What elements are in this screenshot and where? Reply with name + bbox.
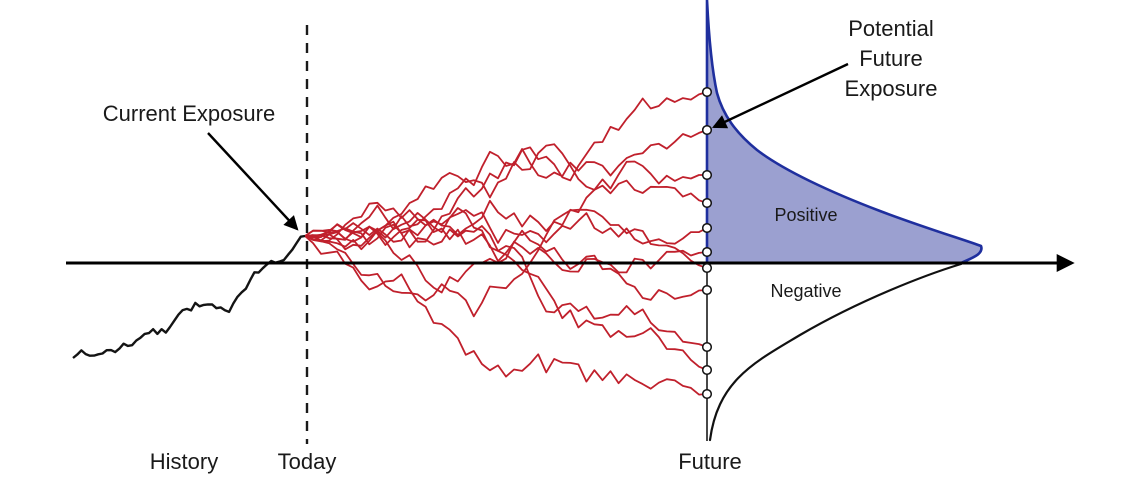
history-axis-label: History	[150, 449, 218, 474]
simulation-paths	[304, 91, 708, 396]
current-exposure-arrow	[207, 132, 299, 231]
exposure-marker	[701, 197, 713, 209]
negative-distribution	[708, 262, 963, 442]
future-axis-label: Future	[678, 449, 742, 474]
simulation-path	[305, 160, 707, 243]
simulation-path	[304, 129, 708, 243]
current-exposure-label: Current Exposure	[103, 101, 275, 126]
pfe-arrow	[712, 62, 849, 129]
simulation-path	[304, 235, 708, 396]
exposure-marker	[701, 124, 713, 136]
exposure-marker	[701, 222, 713, 234]
pfe-label-line2: Future	[859, 46, 923, 71]
simulation-path	[304, 143, 708, 251]
positive-region-label: Positive	[774, 205, 837, 225]
exposure-marker	[701, 341, 713, 353]
simulation-path	[304, 208, 708, 318]
pfe-label-line3: Exposure	[845, 76, 938, 101]
negative-region-label: Negative	[770, 281, 841, 301]
exposure-marker	[701, 262, 713, 274]
simulation-path	[304, 204, 708, 245]
history-path	[72, 234, 306, 359]
exposure-marker	[701, 284, 713, 296]
exposure-marker	[701, 169, 713, 181]
simulation-path	[304, 220, 708, 348]
today-axis-label: Today	[278, 449, 337, 474]
simulation-path	[304, 218, 708, 301]
exposure-markers	[701, 86, 713, 400]
simulation-path	[304, 91, 708, 246]
exposure-marker	[701, 364, 713, 376]
exposure-marker	[701, 246, 713, 258]
exposure-marker	[701, 86, 713, 98]
positive-distribution	[705, 0, 983, 265]
pfe-label-line1: Potential	[848, 16, 934, 41]
simulation-path	[304, 207, 708, 371]
exposure-marker	[701, 388, 713, 400]
